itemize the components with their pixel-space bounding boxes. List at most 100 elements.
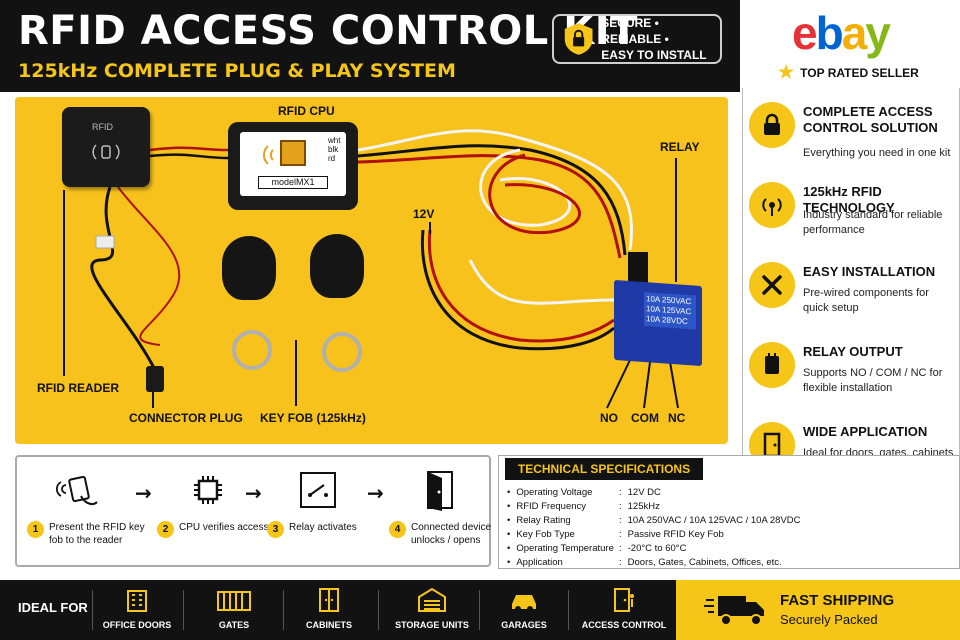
no-caption: NO xyxy=(600,411,618,425)
divider xyxy=(568,590,569,630)
divider xyxy=(92,590,93,630)
ebay-logo: ebay xyxy=(792,6,891,60)
step-text: Connected device unlocks / opens xyxy=(411,522,492,546)
features-panel: COMPLETE ACCESS CONTROL SOLUTION Everyth… xyxy=(742,88,960,474)
rfid-cpu-module: modelMX1 wht blk rd xyxy=(228,122,358,210)
badge-line-1: SECURE • RELIABLE • xyxy=(601,16,669,46)
wire-label-red: rd xyxy=(328,154,336,163)
spec-value: -20°C to 60°C xyxy=(619,542,687,556)
badge-line-2: EASY TO INSTALL xyxy=(601,48,707,62)
chip-graphic xyxy=(280,140,306,166)
arrow-right-icon: → xyxy=(367,481,384,505)
feature-complete: COMPLETE ACCESS CONTROL SOLUTION Everyth… xyxy=(749,98,957,172)
step-text: Relay activates xyxy=(289,522,357,533)
spec-value: Passive RFID Key Fob xyxy=(619,528,724,542)
shipping-title: FAST SHIPPING xyxy=(780,592,895,609)
ideal-item-garages: GARAGES xyxy=(490,586,558,638)
ideal-item-label: ACCESS CONTROL xyxy=(581,620,667,630)
spec-value: 125kHz xyxy=(619,500,660,514)
spec-row: RFID Frequency125kHz xyxy=(507,500,951,514)
spec-row: ApplicationDoors, Gates, Cabinets, Offic… xyxy=(507,556,951,570)
relay-rating-3: 10A 28VDC xyxy=(646,314,688,327)
ideal-item-label: OFFICE DOORS xyxy=(102,620,172,630)
cabinet-icon xyxy=(292,586,366,614)
process-step-1: 1 Present the RFID key fob to the reader xyxy=(27,461,145,565)
logo-letter-e: e xyxy=(792,7,818,59)
page-subtitle: 125kHz COMPLETE PLUG & PLAY SYSTEM xyxy=(18,60,456,82)
relay-module: 10A 250VAC 10A 125VAC 10A 28VDC xyxy=(614,279,702,367)
specs-table: Operating Voltage12V DC RFID Frequency12… xyxy=(507,486,951,570)
ideal-item-label: GARAGES xyxy=(501,620,547,630)
rfid-reader: RFID xyxy=(62,107,150,187)
feature-title: WIDE APPLICATION xyxy=(803,424,928,439)
divider xyxy=(183,590,184,630)
fob-caption: KEY FOB (125kHz) xyxy=(260,411,366,425)
feature-title: 125kHz RFID TECHNOLOGY xyxy=(803,184,895,215)
relay-icon xyxy=(749,342,795,388)
spec-row: Operating Temperature-20°C to 60°C xyxy=(507,542,951,556)
spec-key: Operating Temperature xyxy=(507,542,619,556)
step-number: 1 xyxy=(27,521,44,538)
spec-value: 10A 250VAC / 10A 125VAC / 10A 28VDC xyxy=(619,514,801,528)
divider xyxy=(283,590,284,630)
wires-drawing xyxy=(63,129,679,409)
spec-key: Application xyxy=(507,556,619,570)
step-text: Present the RFID key fob to the reader xyxy=(49,522,145,546)
specs-title: TECHNICAL SPECIFICATIONS xyxy=(505,458,703,480)
ideal-item-storage-units: STORAGE UNITS xyxy=(386,586,478,638)
tools-icon xyxy=(749,262,795,308)
page-title: RFID ACCESS CONTROL KIT xyxy=(18,8,638,54)
spec-row: Operating Voltage12V DC xyxy=(507,486,951,500)
ideal-item-label: GATES xyxy=(218,620,250,630)
ideal-item-label: STORAGE UNITS xyxy=(395,620,469,630)
feature-rfid: 125kHz RFID TECHNOLOGY Industry standard… xyxy=(749,178,957,252)
shipping-banner: FAST SHIPPING Securely Packed xyxy=(676,580,960,640)
technical-specifications: TECHNICAL SPECIFICATIONS Operating Volta… xyxy=(498,455,960,569)
divider xyxy=(378,590,379,630)
secure-badge: SECURE • RELIABLE • EASY TO INSTALL xyxy=(552,14,722,64)
spec-row: Relay Rating10A 250VAC / 10A 125VAC / 10… xyxy=(507,514,951,528)
spec-row: Key Fob TypePassive RFID Key Fob xyxy=(507,528,951,542)
open-door-icon xyxy=(417,467,463,513)
relay-label: RELAY xyxy=(660,140,700,154)
key-fob-2 xyxy=(310,234,364,298)
feature-title: EASY INSTALLATION xyxy=(803,264,936,279)
hand-card-icon xyxy=(55,467,101,513)
ideal-for-label: IDEAL FOR xyxy=(18,600,88,615)
signal-icon xyxy=(749,182,795,228)
key-ring-2 xyxy=(322,332,362,372)
star-icon: ★ xyxy=(778,62,795,82)
power-caption: 12V xyxy=(413,207,435,221)
spec-key: RFID Frequency xyxy=(507,500,619,514)
access-door-icon xyxy=(576,586,672,614)
reader-text: RFID xyxy=(92,122,113,132)
chip-icon xyxy=(185,467,231,513)
ideal-item-gates: GATES xyxy=(196,586,272,638)
arrow-right-icon: → xyxy=(245,481,262,505)
step-number: 4 xyxy=(389,521,406,538)
spec-value: 12V DC xyxy=(619,486,661,500)
reader-caption: RFID READER xyxy=(37,381,120,395)
divider xyxy=(479,590,480,630)
cpu-label: RFID CPU xyxy=(278,104,335,118)
header: RFID ACCESS CONTROL KIT 125kHz COMPLETE … xyxy=(0,0,740,92)
wire-label-black: blk xyxy=(328,145,339,154)
shipping-subtitle: Securely Packed xyxy=(780,612,878,627)
step-number: 2 xyxy=(157,521,174,538)
process-steps: 1 Present the RFID key fob to the reader… xyxy=(15,455,491,567)
spec-key: Relay Rating xyxy=(507,514,619,528)
feature-installation: EASY INSTALLATION Pre-wired components f… xyxy=(749,258,957,332)
wire-label-white: wht xyxy=(328,136,341,145)
nc-caption: NC xyxy=(668,411,686,425)
feature-desc: Supports NO / COM / NC for flexible inst… xyxy=(803,367,943,394)
feature-title: COMPLETE ACCESS CONTROL SOLUTION xyxy=(803,104,938,135)
shield-lock-icon xyxy=(564,23,593,55)
step-text: CPU verifies access xyxy=(179,522,269,533)
ebay-area: ebay ★ TOP RATED SELLER xyxy=(740,0,960,92)
logo-letter-y: y xyxy=(865,7,891,59)
cpu-label-sticker: modelMX1 wht blk rd xyxy=(240,132,346,196)
spec-key: Operating Voltage xyxy=(507,486,619,500)
com-caption: COM xyxy=(631,411,659,425)
logo-letter-a: a xyxy=(841,7,868,59)
feature-title: RELAY OUTPUT xyxy=(803,344,903,359)
